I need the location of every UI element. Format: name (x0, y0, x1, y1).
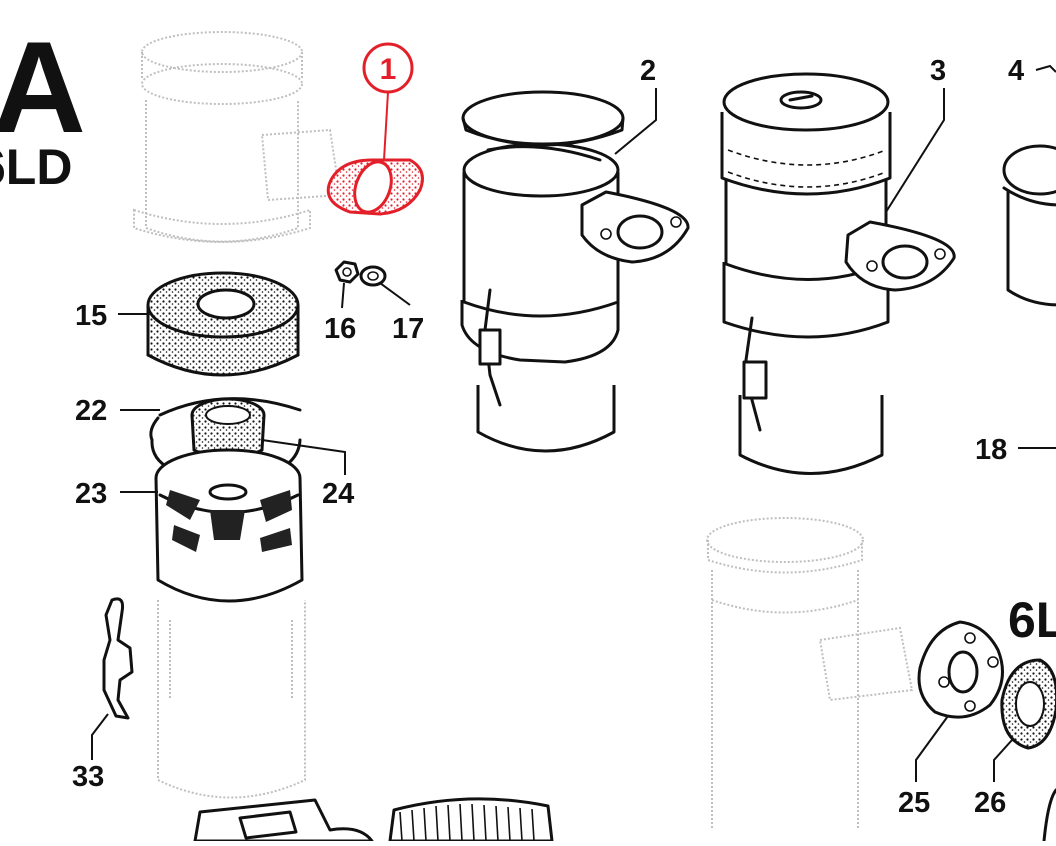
label-part-18[interactable]: 18 (975, 434, 1007, 466)
label-part-23[interactable]: 23 (75, 478, 107, 510)
label-part-1[interactable]: 1 (380, 53, 397, 86)
label-part-24[interactable]: 24 (322, 478, 354, 510)
label-part-17[interactable]: 17 (392, 313, 424, 345)
label-part-22[interactable]: 22 (75, 395, 107, 427)
air-cleaner-part-3[interactable] (720, 72, 956, 475)
label-part-15[interactable]: 15 (75, 300, 107, 332)
label-part-25[interactable]: 25 (898, 787, 930, 819)
ghost-housing-lower-middle (706, 517, 914, 830)
label-part-26[interactable]: 26 (974, 787, 1006, 819)
gasket-part-1[interactable] (326, 157, 424, 217)
bottom-part-right (1042, 788, 1056, 843)
label-part-2[interactable]: 2 (640, 55, 656, 87)
secondary-model: 6L (1008, 592, 1056, 648)
header-model: 6LD (0, 139, 72, 195)
air-cleaner-part-4[interactable] (1002, 144, 1056, 307)
label-part-4[interactable]: 4 (1008, 55, 1024, 87)
bottom-part-center (388, 797, 554, 843)
ghost-air-filter-top (133, 31, 342, 243)
washer-part-17[interactable] (359, 265, 387, 287)
gasket-part-26[interactable] (1000, 658, 1056, 750)
foam-filter-part-15[interactable] (146, 271, 300, 377)
leader-part-1 (383, 91, 389, 161)
label-part-16[interactable]: 16 (324, 313, 356, 345)
nut-part-16[interactable] (334, 260, 360, 284)
filter-element-part-23[interactable] (154, 448, 304, 603)
label-part-33[interactable]: 33 (72, 761, 104, 793)
air-cleaner-part-2[interactable] (460, 90, 690, 453)
ghost-housing-lower-left (157, 600, 306, 799)
header-letter: A (0, 14, 86, 160)
clip-part-33[interactable] (102, 597, 134, 720)
flange-part-25[interactable] (917, 620, 1004, 719)
label-part-3[interactable]: 3 (930, 55, 946, 87)
bottom-part-left (193, 798, 374, 843)
